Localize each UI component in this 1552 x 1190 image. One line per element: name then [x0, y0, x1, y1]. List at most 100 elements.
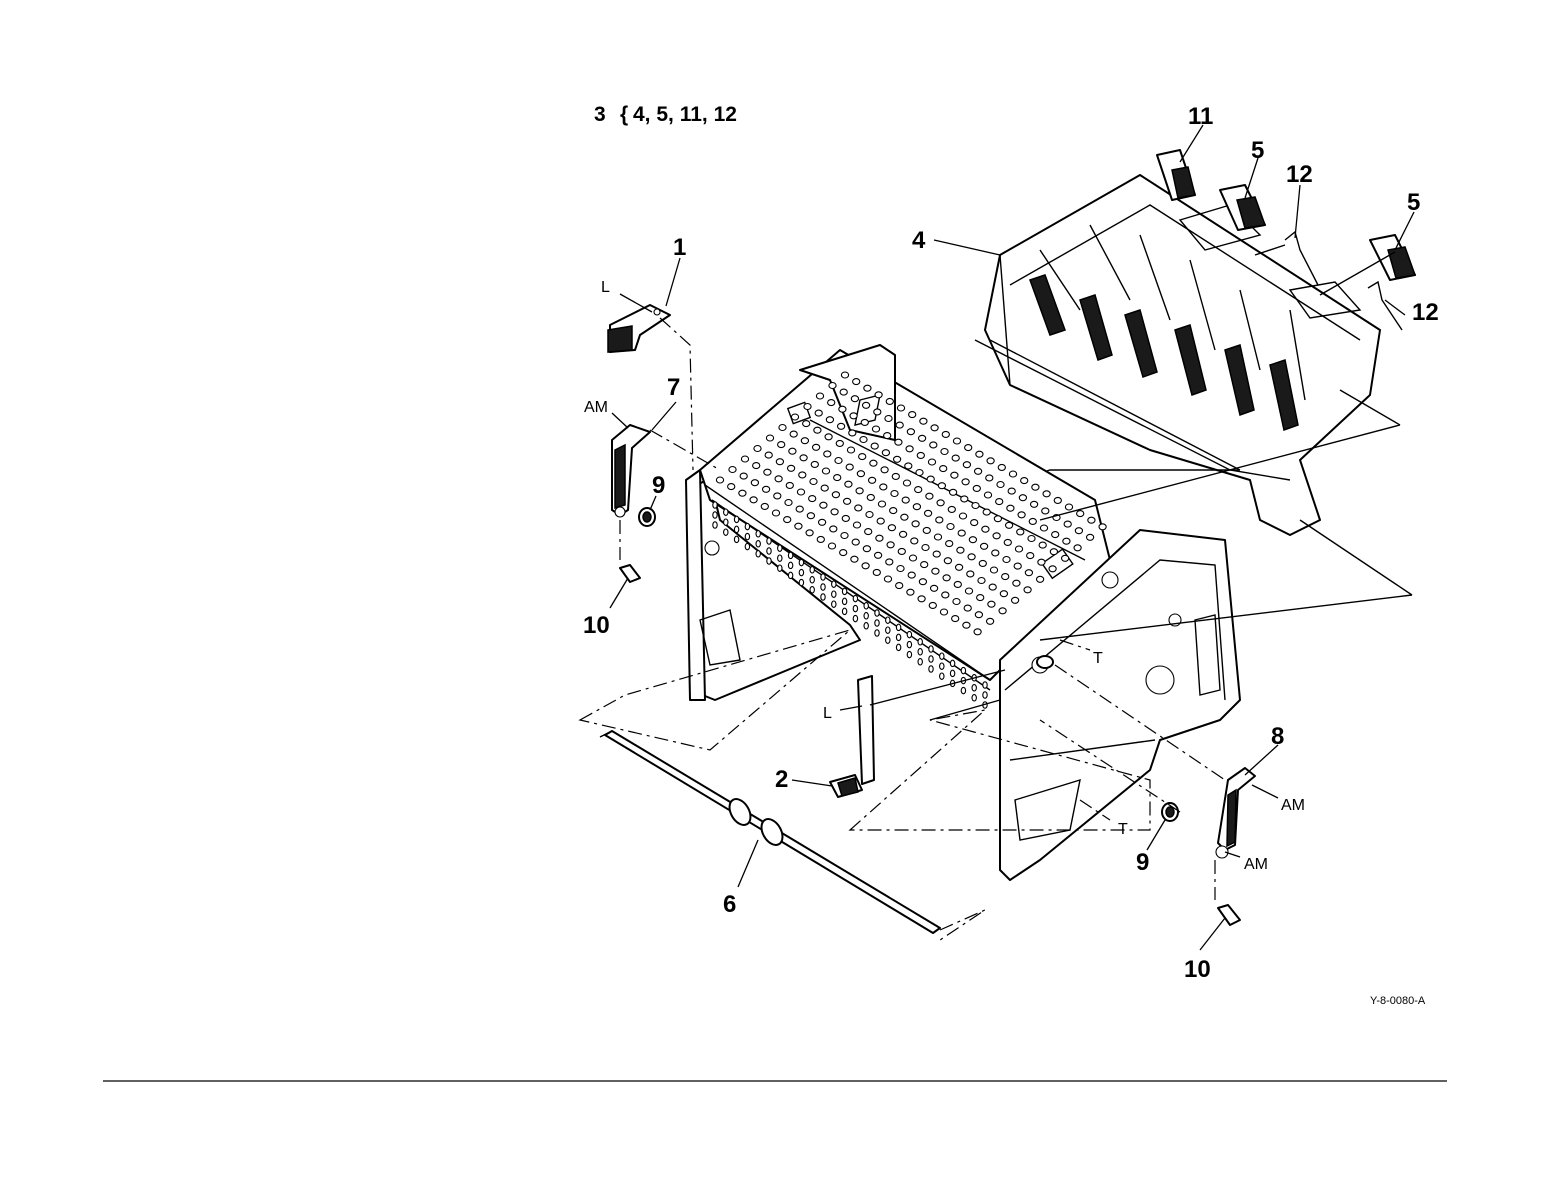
perforation-hole	[1054, 497, 1061, 503]
perforation-hole	[778, 565, 782, 571]
perforation-hole	[801, 438, 808, 444]
perforation-hole	[896, 624, 900, 630]
perforation-hole	[877, 518, 884, 524]
perforation-hole	[983, 682, 987, 688]
perforation-hole	[789, 448, 796, 454]
perforation-hole	[741, 456, 748, 462]
perforation-hole	[713, 522, 717, 528]
perforation-hole	[869, 477, 876, 483]
perforation-hole	[820, 502, 827, 508]
perforation-hole	[822, 468, 829, 474]
perforation-hole	[974, 629, 981, 635]
perforation-hole	[972, 503, 979, 509]
perforation-hole	[728, 484, 735, 490]
callout-7: 7	[667, 374, 680, 401]
tag-AM-right-lower: AM	[1244, 856, 1268, 873]
perforation-hole	[885, 416, 892, 422]
tag-T-lower: T	[1118, 821, 1128, 838]
callout-10-right: 10	[1184, 956, 1211, 983]
perforation-hole	[964, 605, 971, 611]
perforation-hole	[865, 529, 872, 535]
perforation-hole	[776, 459, 783, 465]
callout-5-a: 5	[1251, 137, 1264, 164]
perforation-hole	[905, 463, 912, 469]
perforation-hole	[863, 546, 870, 552]
callout-12-a: 12	[1286, 161, 1313, 188]
perforation-hole	[918, 659, 922, 665]
perforation-hole	[832, 581, 836, 587]
perforation-hole	[853, 522, 860, 528]
perforation-hole	[763, 486, 770, 492]
perforation-hole	[842, 598, 846, 604]
perforation-hole	[1018, 512, 1025, 518]
perforation-hole	[987, 618, 994, 624]
perforation-hole	[1087, 534, 1094, 540]
perforation-hole	[851, 556, 858, 562]
callout-11: 11	[1188, 103, 1213, 130]
perforation-hole	[916, 470, 923, 476]
perforation-hole	[851, 396, 858, 402]
perforation-hole	[814, 427, 821, 433]
perforation-hole	[819, 519, 826, 525]
perforation-hole	[961, 496, 968, 502]
perforation-hole	[933, 551, 940, 557]
perforation-hole	[841, 533, 848, 539]
perforation-hole	[740, 473, 747, 479]
callout-8: 8	[1271, 723, 1284, 750]
perforation-hole	[975, 468, 982, 474]
perforation-hole	[775, 476, 782, 482]
perforation-hole	[894, 456, 901, 462]
part-5-pad-b	[1370, 235, 1415, 280]
perforation-hole	[957, 547, 964, 553]
perforation-hole	[953, 599, 960, 605]
perforation-hole	[961, 667, 965, 673]
perforation-hole	[997, 482, 1004, 488]
perforation-hole	[872, 426, 879, 432]
perforation-hole	[853, 595, 857, 601]
perforation-hole	[786, 482, 793, 488]
part-6-shaft	[600, 731, 940, 933]
perforation-hole	[981, 543, 988, 549]
perforation-hole	[998, 464, 1005, 470]
perforation-hole	[880, 484, 887, 490]
perforation-hole	[767, 548, 771, 554]
perforation-hole	[788, 572, 792, 578]
perforation-hole	[855, 505, 862, 511]
perforation-hole	[1077, 511, 1084, 517]
perforation-hole	[947, 524, 954, 530]
perforation-hole	[817, 536, 824, 542]
perforation-hole	[836, 440, 843, 446]
perforation-hole	[965, 445, 972, 451]
perforation-hole	[864, 623, 868, 629]
perforation-hole	[785, 500, 792, 506]
perforation-hole	[861, 419, 868, 425]
perforation-hole	[963, 622, 970, 628]
callout-9-left: 9	[652, 472, 665, 499]
perforation-hole	[835, 458, 842, 464]
perforation-hole	[919, 435, 926, 441]
perforation-hole	[969, 537, 976, 543]
perforation-hole	[929, 666, 933, 672]
perforation-hole	[983, 509, 990, 515]
perforation-hole	[788, 562, 792, 568]
perforation-hole	[1029, 518, 1036, 524]
perforation-hole	[897, 405, 904, 411]
perforation-hole	[902, 497, 909, 503]
part-1-bracket	[608, 305, 670, 352]
perforation-hole	[739, 490, 746, 496]
perforation-hole	[832, 591, 836, 597]
perforation-hole	[903, 480, 910, 486]
perforation-hole	[1075, 528, 1082, 534]
perforation-hole	[779, 425, 786, 431]
perforation-hole	[1038, 559, 1045, 565]
perforation-hole	[976, 451, 983, 457]
perforation-hole	[875, 552, 882, 558]
perforation-hole	[992, 550, 999, 556]
perforation-hole	[927, 476, 934, 482]
perforation-hole	[968, 554, 975, 560]
perforation-hole	[753, 463, 760, 469]
perforation-hole	[1074, 545, 1081, 551]
callout-4: 4	[912, 227, 926, 254]
perforation-hole	[774, 493, 781, 499]
perforation-hole	[930, 442, 937, 448]
